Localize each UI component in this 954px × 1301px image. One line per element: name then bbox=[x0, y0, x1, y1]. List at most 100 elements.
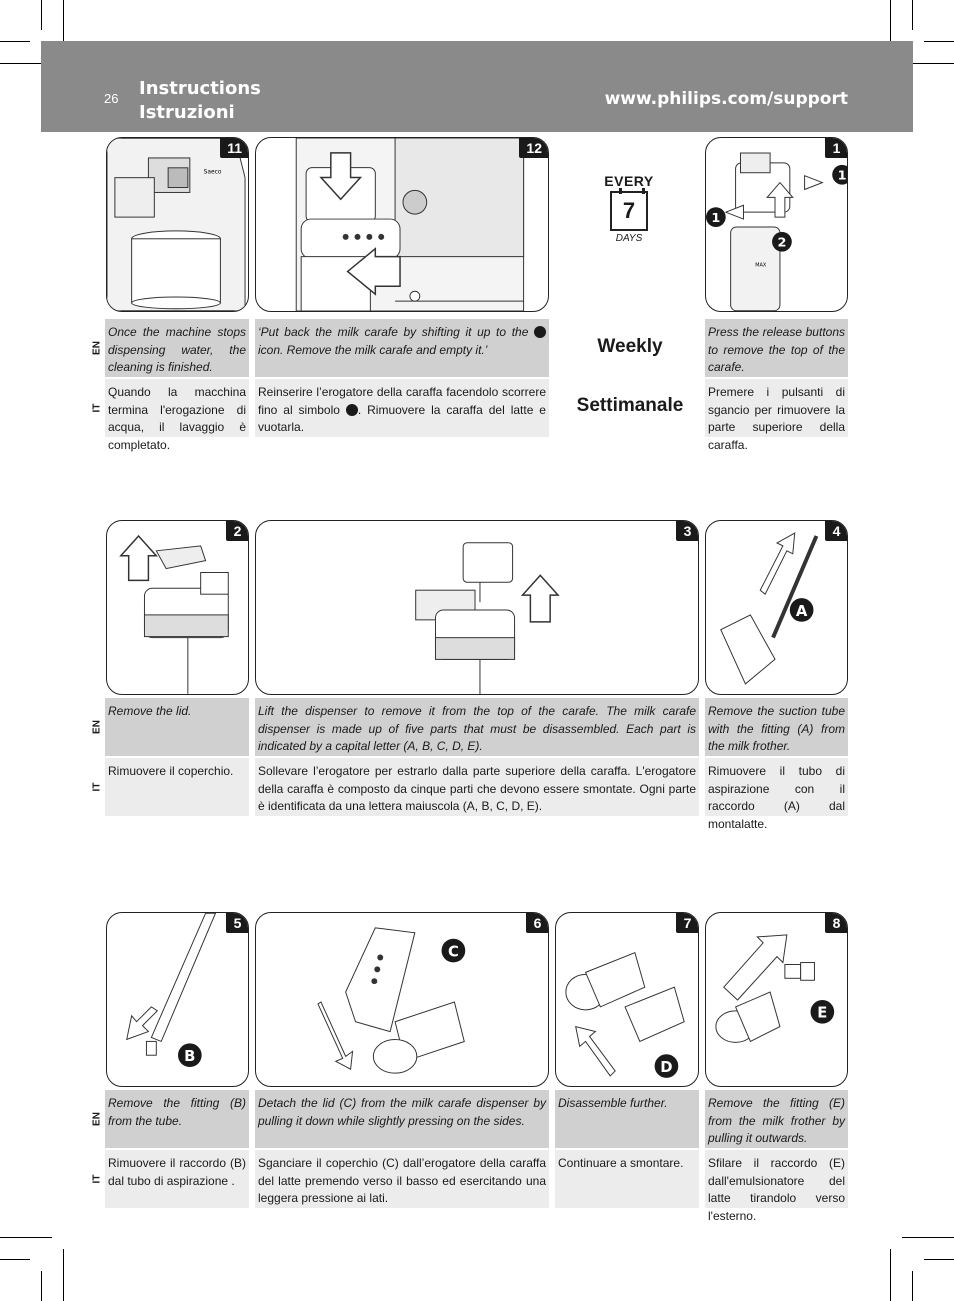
lang-label-it: IT bbox=[91, 403, 103, 413]
step-11-text-en: Once the machine stops dispensing water,… bbox=[105, 319, 249, 377]
page-number: 26 bbox=[104, 91, 119, 106]
figure-step-1: 1 1 2 MAX 1 bbox=[705, 137, 848, 312]
step-7-text-it: Continuare a smontare. bbox=[555, 1150, 699, 1208]
header-title-it: Istruzioni bbox=[139, 102, 235, 123]
weekly-label-en: Weekly bbox=[597, 336, 663, 357]
support-url-link[interactable]: www.philips.com/support bbox=[604, 89, 848, 109]
crop-mark bbox=[912, 1271, 913, 1301]
header-title-en: Instructions bbox=[139, 78, 261, 99]
calendar-icon: 7 bbox=[610, 188, 648, 231]
page-header: 26 Instructions Istruzioni www.philips.c… bbox=[41, 41, 913, 132]
step-badge: 3 bbox=[676, 521, 698, 541]
step-4-text-it: Rimuovere il tubo di aspirazione con il … bbox=[705, 758, 848, 831]
figure-step-2: 2 bbox=[106, 520, 249, 695]
carafe-insertion-illustration bbox=[295, 138, 525, 311]
step-badge: 7 bbox=[676, 913, 698, 933]
step-5-text-en: Remove the fitting (B) from the tube. bbox=[105, 1090, 249, 1148]
step-1-text-en: Press the release buttons to remove the … bbox=[705, 319, 848, 377]
crop-mark bbox=[0, 1259, 30, 1260]
crop-mark bbox=[890, 1249, 891, 1301]
figure-step-7: D 7 bbox=[555, 912, 699, 1087]
step-5-text-it: Rimuovere il raccordo (B) dal tubo di as… bbox=[105, 1150, 249, 1208]
figure-step-11: Saeco 11 bbox=[106, 137, 249, 312]
step-1-text-it: Premere i pulsanti di sgancio per rimuov… bbox=[705, 379, 848, 452]
crop-mark bbox=[924, 1259, 954, 1260]
step-12-text-en-part1: ‘Put back the milk carafe by shifting it… bbox=[258, 325, 534, 339]
part-c-label: C bbox=[448, 943, 459, 960]
crop-mark bbox=[0, 1237, 52, 1238]
crop-mark bbox=[63, 0, 64, 52]
crop-mark bbox=[41, 0, 42, 30]
lang-label-it: IT bbox=[91, 1174, 103, 1184]
part-d-label: D bbox=[660, 1059, 672, 1076]
figure-step-3: 3 bbox=[255, 520, 699, 695]
remove-tube-illustration: A bbox=[720, 532, 819, 685]
part-a-label: A bbox=[796, 603, 808, 620]
crop-mark bbox=[63, 1249, 64, 1301]
step-6-text-en: Detach the lid (C) from the milk carafe … bbox=[255, 1090, 549, 1148]
step-badge: 12 bbox=[519, 138, 548, 158]
step-12-text-en-part2: icon. Remove the milk carafe and empty i… bbox=[258, 342, 488, 357]
crop-mark bbox=[0, 41, 30, 42]
step-badge: 11 bbox=[220, 138, 248, 158]
dot-icon bbox=[345, 403, 358, 416]
step-8-text-it: Sfilare il raccordo (E) dall'emulsionato… bbox=[705, 1150, 848, 1223]
part-b-label: B bbox=[184, 1048, 195, 1065]
crop-mark bbox=[912, 0, 913, 30]
step-badge: 2 bbox=[226, 521, 248, 541]
crop-mark bbox=[0, 63, 52, 64]
figure-step-6: C 6 bbox=[255, 912, 549, 1087]
step-12-text-en: ‘Put back the milk carafe by shifting it… bbox=[255, 319, 549, 377]
step-2-text-it: Rimuovere il coperchio. bbox=[105, 758, 249, 816]
step-12-text-it-part2: . Rimuovere la caraffa del latte e vuota… bbox=[258, 402, 546, 435]
carafe-max-mark: MAX bbox=[755, 262, 767, 268]
lang-label-en: EN bbox=[91, 1112, 103, 1126]
every-label: EVERY bbox=[604, 173, 654, 189]
remove-fitting-e-illustration: E bbox=[715, 934, 835, 1043]
step-3-text-en: Lift the dispenser to remove it from the… bbox=[255, 698, 699, 756]
disassemble-further-illustration: D bbox=[565, 951, 685, 1078]
machine-brand-label: Saeco bbox=[204, 170, 222, 176]
release-button-label: 1 bbox=[838, 169, 847, 184]
lang-label-it: IT bbox=[91, 782, 103, 792]
crop-mark bbox=[890, 0, 891, 52]
step-badge: 6 bbox=[526, 913, 548, 933]
weekly-calendar-icon: EVERY 7 DAYS bbox=[593, 173, 665, 244]
step-4-text-en: Remove the suction tube with the fitting… bbox=[705, 698, 848, 756]
dot-icon bbox=[534, 326, 546, 338]
figure-step-4: A 4 bbox=[705, 520, 848, 695]
crop-mark bbox=[902, 63, 954, 64]
machine-illustration: Saeco bbox=[107, 138, 246, 311]
lang-label-en: EN bbox=[91, 341, 103, 355]
calendar-number: 7 bbox=[622, 198, 636, 223]
lang-label-en: EN bbox=[91, 720, 103, 734]
weekly-label-it: Settimanale bbox=[576, 395, 684, 416]
step-3-text-it: Sollevare l’erogatore per estrarlo dalla… bbox=[255, 758, 699, 816]
lift-label: 2 bbox=[777, 236, 786, 251]
days-label: DAYS bbox=[615, 233, 643, 244]
detach-lid-c-illustration: C bbox=[317, 927, 466, 1074]
step-badge: 8 bbox=[825, 913, 847, 933]
step-badge: 5 bbox=[226, 913, 248, 933]
figure-step-5: B 5 bbox=[106, 912, 249, 1087]
step-12-text-it-part1: Reinserire l’erogatore della caraffa fac… bbox=[258, 385, 546, 417]
step-badge: 1 bbox=[825, 138, 847, 158]
step-11-text-it: Quando la macchina termina l'erogazione … bbox=[105, 379, 249, 452]
crop-mark bbox=[924, 41, 954, 42]
step-7-text-en: Disassemble further. bbox=[555, 1090, 699, 1148]
remove-fitting-b-illustration: B bbox=[126, 913, 217, 1068]
figure-step-12: 12 bbox=[255, 137, 549, 312]
step-badge: 4 bbox=[825, 521, 847, 541]
step-12-text-it: Reinserire l’erogatore della caraffa fac… bbox=[255, 379, 549, 437]
part-e-label: E bbox=[817, 1005, 827, 1022]
release-button-label: 1 bbox=[711, 211, 720, 226]
step-6-text-it: Sganciare il coperchio (C) dall’erogator… bbox=[255, 1150, 549, 1208]
release-buttons-illustration: 1 1 2 MAX bbox=[706, 152, 847, 311]
crop-mark bbox=[41, 1271, 42, 1301]
figure-step-8: E 8 bbox=[705, 912, 848, 1087]
crop-mark bbox=[902, 1237, 954, 1238]
lift-dispenser-illustration bbox=[415, 542, 560, 694]
remove-lid-illustration bbox=[119, 534, 229, 694]
step-8-text-en: Remove the fitting (E) from the milk fro… bbox=[705, 1090, 848, 1148]
step-2-text-en: Remove the lid. bbox=[105, 698, 249, 756]
